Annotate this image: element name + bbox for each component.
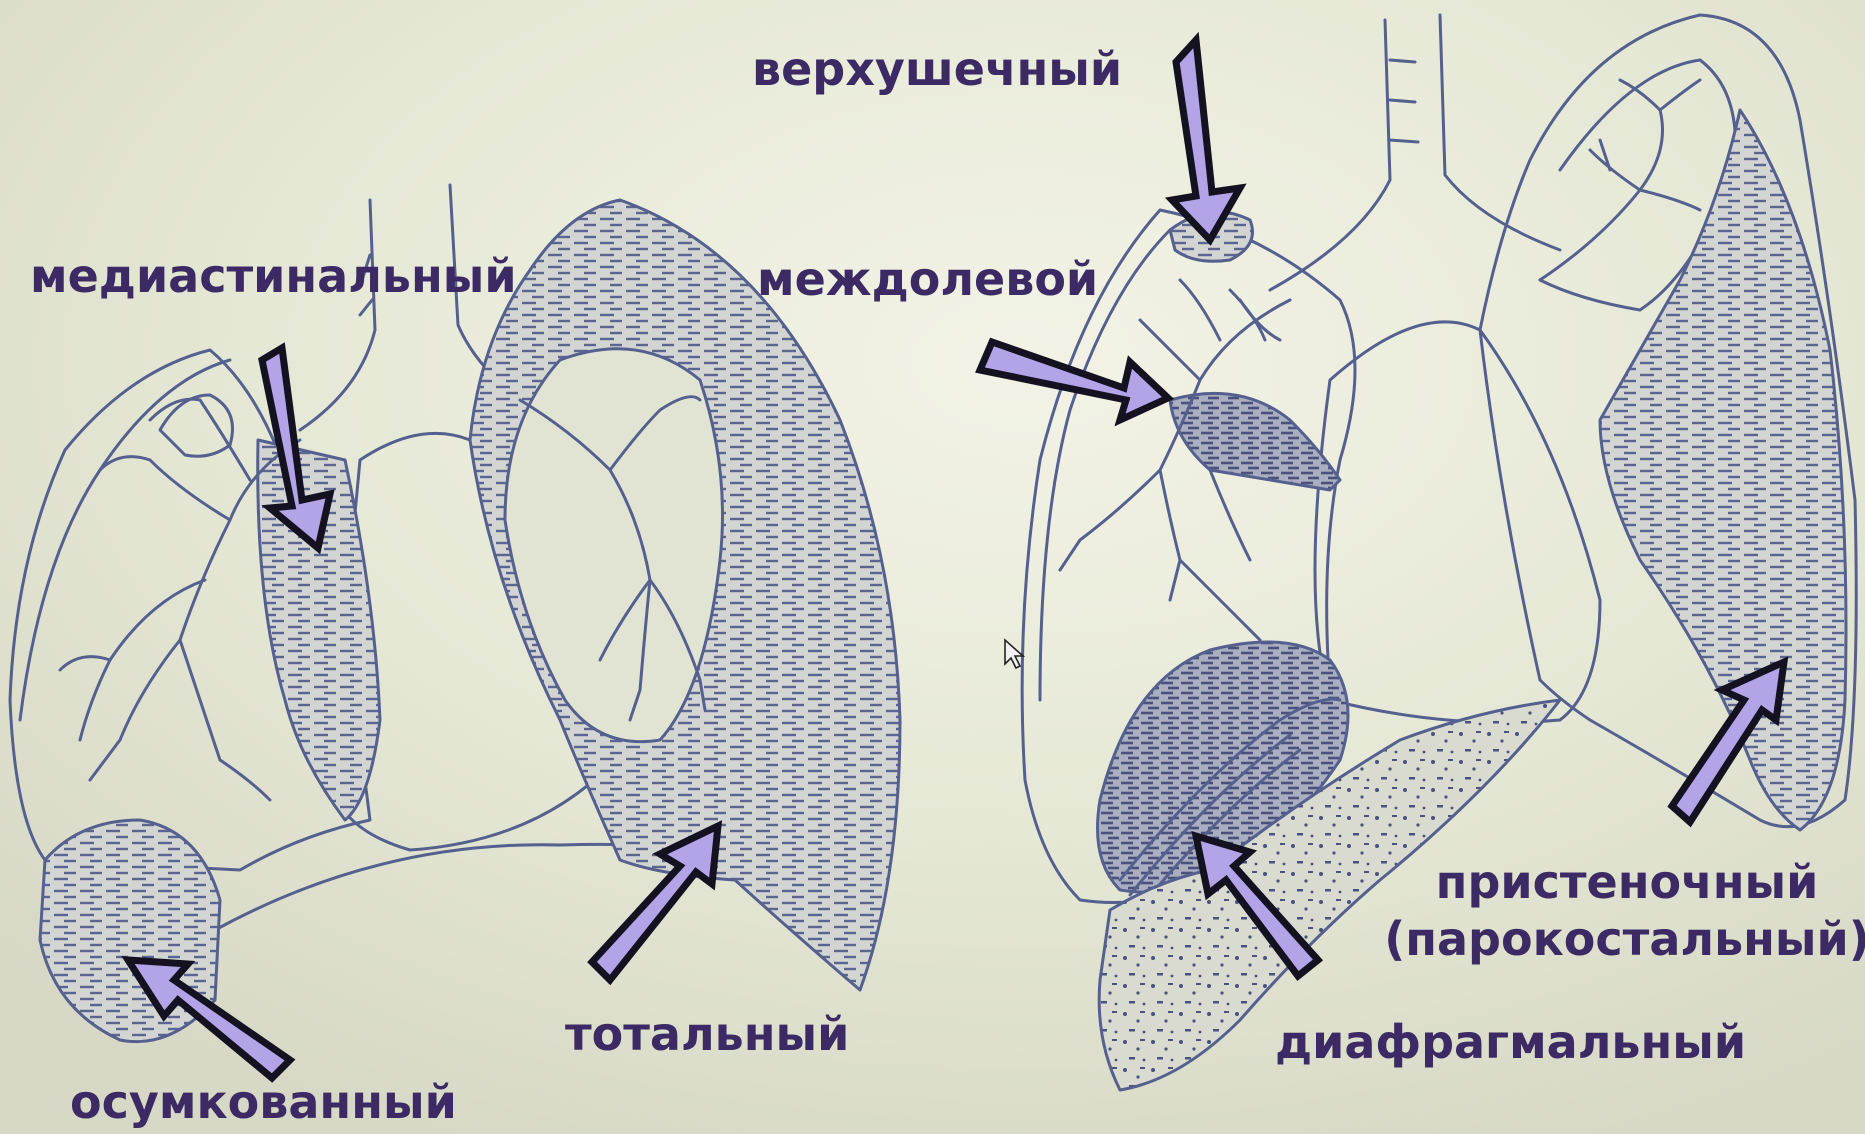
- label-apical: верхушечный: [752, 42, 1122, 96]
- label-parietal-line2: (парокостальный): [1384, 912, 1865, 966]
- label-mediastinal: медиастинальный: [30, 249, 517, 303]
- label-total: тотальный: [565, 1007, 849, 1061]
- label-encysted: осумкованный: [70, 1075, 457, 1129]
- label-diaphragmatic: диафрагмальный: [1275, 1015, 1746, 1069]
- label-interlobar: междолевой: [757, 252, 1098, 306]
- label-parietal-line1: пристеночный: [1436, 855, 1819, 909]
